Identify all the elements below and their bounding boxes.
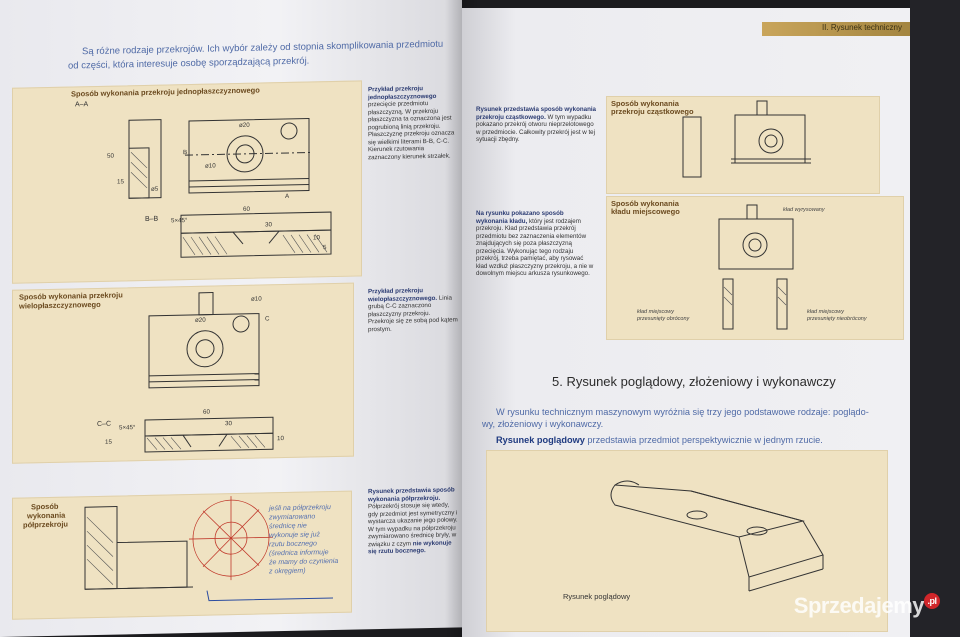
caption-partial-section: Rysunek przedstawia sposób wykonania prz… (476, 106, 597, 143)
label-d20: ø20 (195, 316, 206, 324)
figure-caption: Rysunek poglądowy (563, 592, 631, 601)
technical-drawing-multi-plane (144, 292, 274, 453)
section-para1-l2: wy, złożeniowy i wykonawczy. (482, 419, 604, 429)
label-15: 15 (117, 178, 124, 186)
panel-title-l1: Sposób wykonania (611, 99, 679, 108)
left-page: Są różne rodzaje przekrojów. Ich wybór z… (0, 0, 462, 637)
label-C: C (265, 315, 270, 323)
note1-l2: przesunięty obrócony (637, 316, 690, 322)
label-d10: ø10 (205, 162, 216, 170)
watermark-text: Sprzedajemy (793, 593, 925, 618)
note2-l2: przesunięty nieobrócony (807, 316, 867, 322)
note-l3: średnicę nie (269, 522, 307, 531)
technical-drawing-revolved-section (718, 204, 794, 330)
background-edge (910, 0, 960, 637)
panel-title-l2: kładu miejscowego (611, 207, 680, 216)
section-para1-l1: W rysunku technicznym maszynowym wyróżni… (496, 407, 869, 417)
label-cc: C–C (97, 420, 112, 428)
label-60: 60 (243, 205, 250, 213)
note1-l1: kład miejscowy (637, 309, 674, 315)
label-5x45: 5×45° (119, 424, 136, 432)
label-5x45: 5×45° (171, 217, 188, 225)
technical-drawing-half-section (84, 496, 333, 602)
section-para2: Rysunek poglądowy przedstawia przedmiot … (496, 435, 823, 445)
watermark-badge: .pl (924, 593, 940, 609)
panel-title-l1: Sposób wykonania (611, 199, 679, 208)
technical-drawing-single-plane (128, 118, 332, 258)
label-15: 15 (105, 438, 112, 446)
label-10: 10 (277, 435, 284, 443)
note-l1: jeśli na półprzekroju (269, 504, 331, 513)
label-50: 50 (107, 152, 114, 160)
panel-single-plane-section: Sposób wykonania przekroju jednopłaszczy… (12, 80, 362, 284)
caption-local-revolved-section: Na rysunku pokazano sposób wykonania kła… (476, 210, 594, 277)
label-60: 60 (203, 408, 210, 416)
label-d20: ø20 (239, 121, 250, 129)
panel-local-revolved-section: Sposób wykonania kładu miejscowego kład … (606, 196, 904, 340)
label-B: B (183, 149, 188, 157)
note-l5: rzutu bocznego (269, 540, 317, 549)
panel-pictorial-drawing: Rysunek poglądowy (486, 450, 888, 632)
panel-half-section: Sposób wykonania półprzekroju (12, 490, 352, 620)
label-30: 30 (225, 420, 232, 428)
panel-partial-section: Sposób wykonania przekroju cząstkowego (606, 96, 880, 194)
right-page: II. Rysunek techniczny Rysunek przedstaw… (462, 8, 910, 637)
label-A: A (285, 192, 290, 201)
note3: kład wyrysowany (783, 207, 825, 213)
note-l4: wykonuje się już (269, 531, 320, 540)
panel-title-l2: przekroju cząstkowego (611, 107, 694, 116)
label-30: 30 (265, 221, 272, 229)
label-d5: ø5 (151, 185, 159, 193)
panel-multi-plane-section: Sposób wykonania przekroju wielopłaszczy… (12, 282, 354, 464)
label-10: 10 (313, 234, 320, 242)
chapter-title: II. Rysunek techniczny (821, 23, 902, 32)
technical-drawing-partial-section (682, 100, 811, 178)
note-l2: zwymiarowano (269, 513, 316, 522)
note2-l1: kład miejscowy (807, 309, 844, 315)
label-5: 5 (323, 244, 327, 252)
label-aa: A–A (75, 101, 89, 109)
chapter-header: II. Rysunek techniczny (762, 22, 910, 36)
pictorial-drawing-figure (610, 480, 824, 592)
note-l7: że mamy do czynienia (269, 557, 339, 567)
watermark: Sprzedajemy.pl (794, 593, 940, 619)
label-d10: ø10 (251, 295, 262, 303)
note-l8: z okręgiem) (269, 567, 306, 576)
label-bb: B–B (145, 215, 159, 223)
section-title: 5. Rysunek poglądowy, złożeniowy i wykon… (552, 374, 836, 389)
